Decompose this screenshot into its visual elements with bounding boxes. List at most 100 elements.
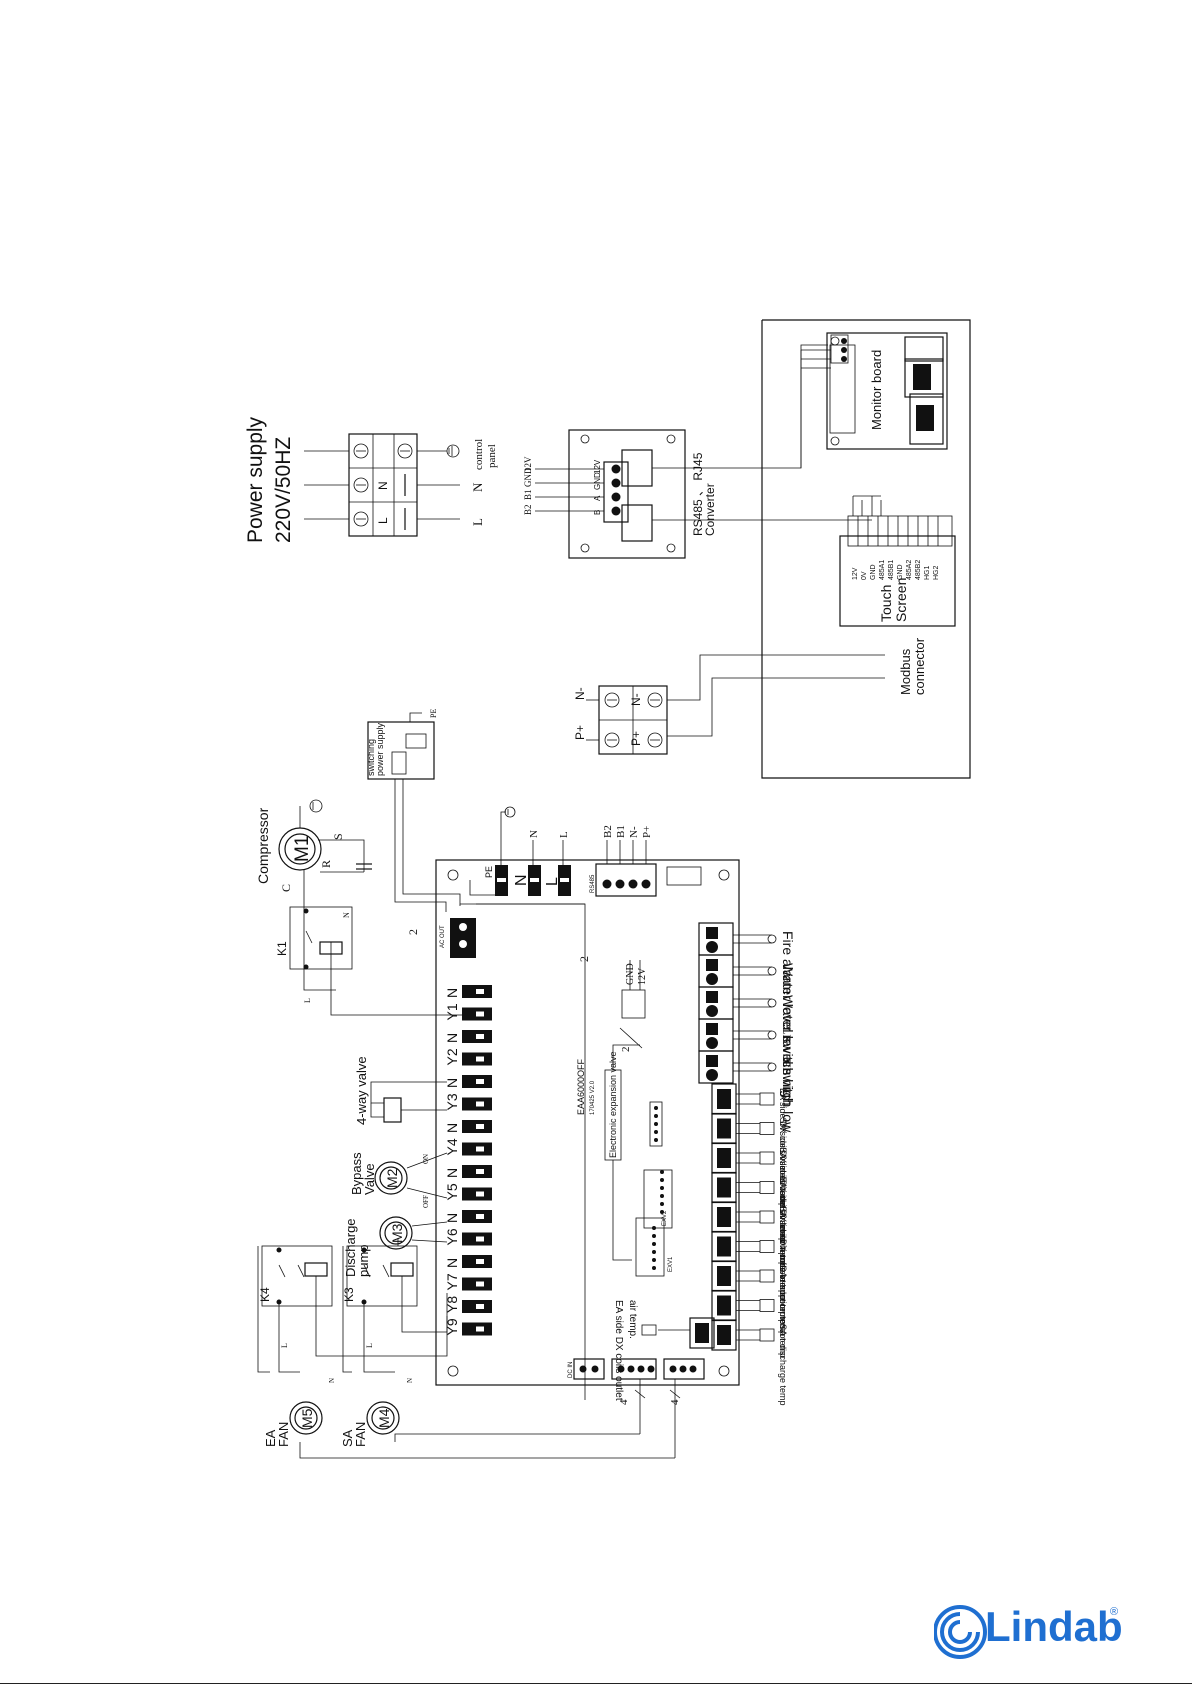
- converter-inner-B: B: [593, 510, 602, 515]
- touch-pin-485B1: 485B1: [888, 560, 895, 580]
- relay-k3-l: L: [365, 1343, 374, 1348]
- output-terminal-label: Y1: [444, 1003, 460, 1020]
- svg-text:Y1: Y1: [444, 1003, 460, 1020]
- wire-count-4a: 4: [618, 1399, 630, 1405]
- svg-text:Electronic expansion valve: Electronic expansion valve: [608, 1051, 618, 1158]
- touch-pin-0V: 0V: [861, 571, 868, 580]
- brand-registered: ®: [1110, 1606, 1119, 1618]
- rs485-wire-N: N-: [628, 826, 640, 838]
- converter-subtitle: Converter: [703, 483, 717, 536]
- output-terminal-label: N: [444, 1123, 460, 1133]
- ea-fan-subtitle: FAN: [276, 1422, 291, 1447]
- output-terminal: N: [444, 985, 492, 998]
- svg-text:0V: 0V: [861, 571, 868, 580]
- svg-text:L: L: [303, 998, 312, 1003]
- converter-inner-GND: GND: [593, 472, 602, 490]
- svg-text:N: N: [528, 830, 540, 838]
- sensor-label: SA side DX coils outlet air temp: [778, 1118, 788, 1244]
- svg-text:GND: GND: [593, 472, 602, 490]
- converter-inner-12V: 12V: [593, 459, 602, 474]
- bypass-title: Bypass: [349, 1152, 364, 1195]
- modbus-title: Modbus: [898, 648, 913, 695]
- svg-text:L: L: [558, 831, 570, 838]
- svg-text:Water level switch high: Water level switch high: [780, 963, 796, 1106]
- converter-pin-B2: B2: [523, 504, 533, 515]
- svg-text:K4: K4: [258, 1287, 272, 1302]
- svg-text:pump: pump: [356, 1244, 371, 1277]
- svg-text:P+: P+: [573, 725, 587, 740]
- svg-text:12V: 12V: [523, 456, 533, 472]
- ea-outlet-label-1: EA side DX coils outlet: [613, 1300, 624, 1401]
- l-wire-label: L: [558, 831, 570, 838]
- svg-text:N: N: [376, 481, 390, 490]
- svg-text:Fire alarm: Fire alarm: [780, 931, 796, 994]
- n-terminal: [528, 865, 541, 896]
- relay-k3-label: K3: [342, 1287, 356, 1302]
- relay-k4: [261, 1245, 333, 1307]
- sensor-connector: OA temp: [711, 1260, 788, 1300]
- rs485-label-board: RS485: [590, 874, 596, 893]
- compressor-title: Compressor: [255, 807, 271, 884]
- svg-text:Touch: Touch: [878, 585, 894, 622]
- svg-text:B2: B2: [602, 825, 614, 838]
- svg-text:GND: GND: [625, 963, 636, 985]
- svg-text:M4: M4: [376, 1408, 392, 1428]
- svg-text:N: N: [444, 1123, 460, 1133]
- touch-pin-12V: 12V: [852, 567, 859, 580]
- ev-label-group: [604, 960, 646, 1261]
- sensor-label: EA side DX coils inlet air temp: [778, 1088, 788, 1208]
- touch-pin-485A2: 485A2: [906, 560, 913, 580]
- dc-in-label: DC IN: [568, 1362, 574, 1378]
- svg-text:Monitor board: Monitor board: [869, 350, 884, 430]
- monitor-board: [800, 332, 948, 468]
- svg-text:DC IN: DC IN: [568, 1362, 574, 1378]
- output-terminal-label: Y6: [444, 1228, 460, 1245]
- svg-text:2: 2: [406, 929, 420, 935]
- svg-text:SA: SA: [340, 1429, 355, 1447]
- ac-out-label: AC OUT: [440, 925, 446, 948]
- ea-fan-connector: [663, 1358, 705, 1380]
- svg-text:control: control: [473, 439, 485, 470]
- svg-text:K1: K1: [275, 941, 289, 956]
- touch-pin-485B2: 485B2: [915, 560, 922, 580]
- svg-text:SA side DX coils inlet air tem: SA side DX coils inlet air temp: [778, 1147, 788, 1267]
- output-terminal: Y9: [444, 1318, 492, 1336]
- sa-fan-n: N: [406, 1378, 414, 1383]
- converter-inner-A: A: [593, 495, 602, 501]
- svg-text:N: N: [513, 874, 530, 886]
- svg-text:N-: N-: [573, 687, 587, 700]
- dc-in-connector: [573, 1358, 605, 1380]
- svg-text:170425 V2.0: 170425 V2.0: [590, 1080, 596, 1115]
- svg-text:compressor suction temp: compressor suction temp: [778, 1236, 788, 1337]
- svg-text:Y3: Y3: [444, 1093, 460, 1110]
- svg-text:EA side DX coils inlet air tem: EA side DX coils inlet air temp: [778, 1088, 788, 1208]
- svg-text:EA side DX coils in-tube temp: EA side DX coils in-tube temp: [778, 1177, 788, 1296]
- svg-text:GND: GND: [523, 467, 533, 487]
- modbus-terminal-block: [598, 685, 668, 755]
- touch-pin-strip: [857, 516, 939, 546]
- svg-text:HG2: HG2: [933, 566, 940, 581]
- svg-text:P+: P+: [629, 731, 643, 746]
- sensor-label: SA temp: [778, 1324, 788, 1358]
- svg-text:2: 2: [577, 956, 591, 962]
- touch-screen: [839, 515, 956, 627]
- svg-text:Y9: Y9: [444, 1318, 460, 1335]
- n-wire-label: N: [528, 830, 540, 838]
- touch-pin-HG1: HG1: [924, 566, 931, 581]
- output-terminal-label: Y8: [444, 1296, 460, 1313]
- ea-fan-title: EA: [263, 1429, 278, 1447]
- converter-pin-B1: B1: [523, 489, 533, 500]
- svg-text:N: N: [470, 482, 485, 492]
- switching-title: switching: [366, 739, 376, 776]
- sa-fan-motor-label: M4: [376, 1408, 392, 1428]
- svg-text:GND: GND: [870, 564, 877, 580]
- output-terminal-label: N: [444, 1033, 460, 1043]
- compressor-n: N: [342, 912, 351, 918]
- bypass-motor: [374, 1161, 408, 1195]
- svg-text:Valve: Valve: [362, 1163, 377, 1195]
- svg-text:EA side DX coils outlet: EA side DX coils outlet: [613, 1300, 624, 1401]
- svg-text:N-: N-: [629, 693, 643, 706]
- pe-label-board: PE: [484, 866, 494, 878]
- svg-text:PE: PE: [484, 866, 494, 878]
